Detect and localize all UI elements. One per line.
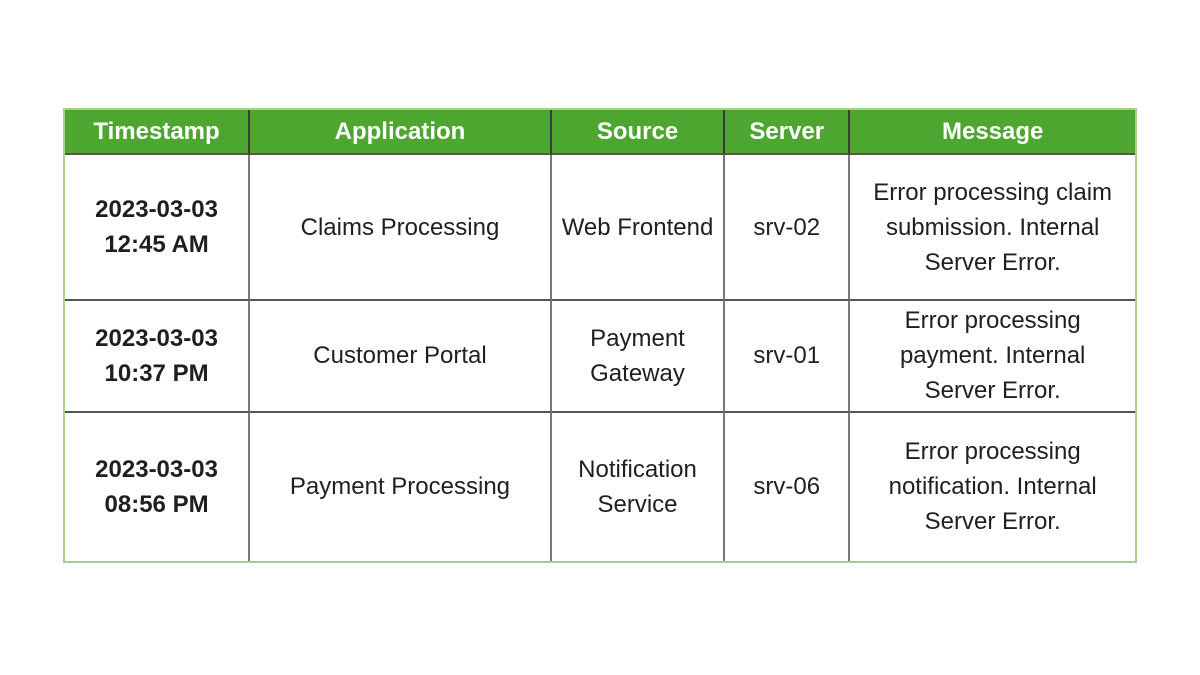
cell-source: Notification Service <box>552 412 726 561</box>
column-header-application: Application <box>250 110 552 155</box>
error-log-table-container: Timestamp Application Source Server Mess… <box>63 108 1137 563</box>
error-log-table: Timestamp Application Source Server Mess… <box>65 110 1135 561</box>
message-text: Error processing notification. Internal … <box>888 438 1097 536</box>
cell-timestamp: 2023-03-03 12:45 AM <box>65 155 251 302</box>
cell-application: Customer Portal <box>250 301 552 413</box>
cell-server: srv-01 <box>725 301 851 413</box>
table-row: 2023-03-03 08:56 PM Payment Processing N… <box>65 412 1135 561</box>
cell-server: srv-06 <box>725 412 851 561</box>
cell-application: Claims Processing <box>250 155 552 302</box>
cell-message: Error processing payment. Internal Serve… <box>850 301 1135 413</box>
message-text: Error processing claim submission. Inter… <box>873 178 1113 276</box>
table-row: 2023-03-03 12:45 AM Claims Processing We… <box>65 155 1135 302</box>
table-header-row: Timestamp Application Source Server Mess… <box>65 110 1135 155</box>
column-header-message: Message <box>850 110 1135 155</box>
column-header-source: Source <box>551 110 726 155</box>
message-text: Error processing payment. Internal Serve… <box>899 307 1086 405</box>
cell-message: Error processing claim submission. Inter… <box>850 155 1135 302</box>
cell-source: Payment Gateway <box>551 301 726 413</box>
cell-application: Payment Processing <box>250 412 552 561</box>
column-header-timestamp: Timestamp <box>65 110 251 155</box>
cell-message: Error processing notification. Internal … <box>850 413 1135 561</box>
table-row: 2023-03-03 10:37 PM Customer Portal Paym… <box>65 301 1135 413</box>
cell-timestamp: 2023-03-03 08:56 PM <box>65 412 251 561</box>
cell-server: srv-02 <box>725 155 851 302</box>
cell-timestamp: 2023-03-03 10:37 PM <box>65 301 251 413</box>
cell-source: Web Frontend <box>551 155 726 302</box>
column-header-server: Server <box>725 110 851 155</box>
